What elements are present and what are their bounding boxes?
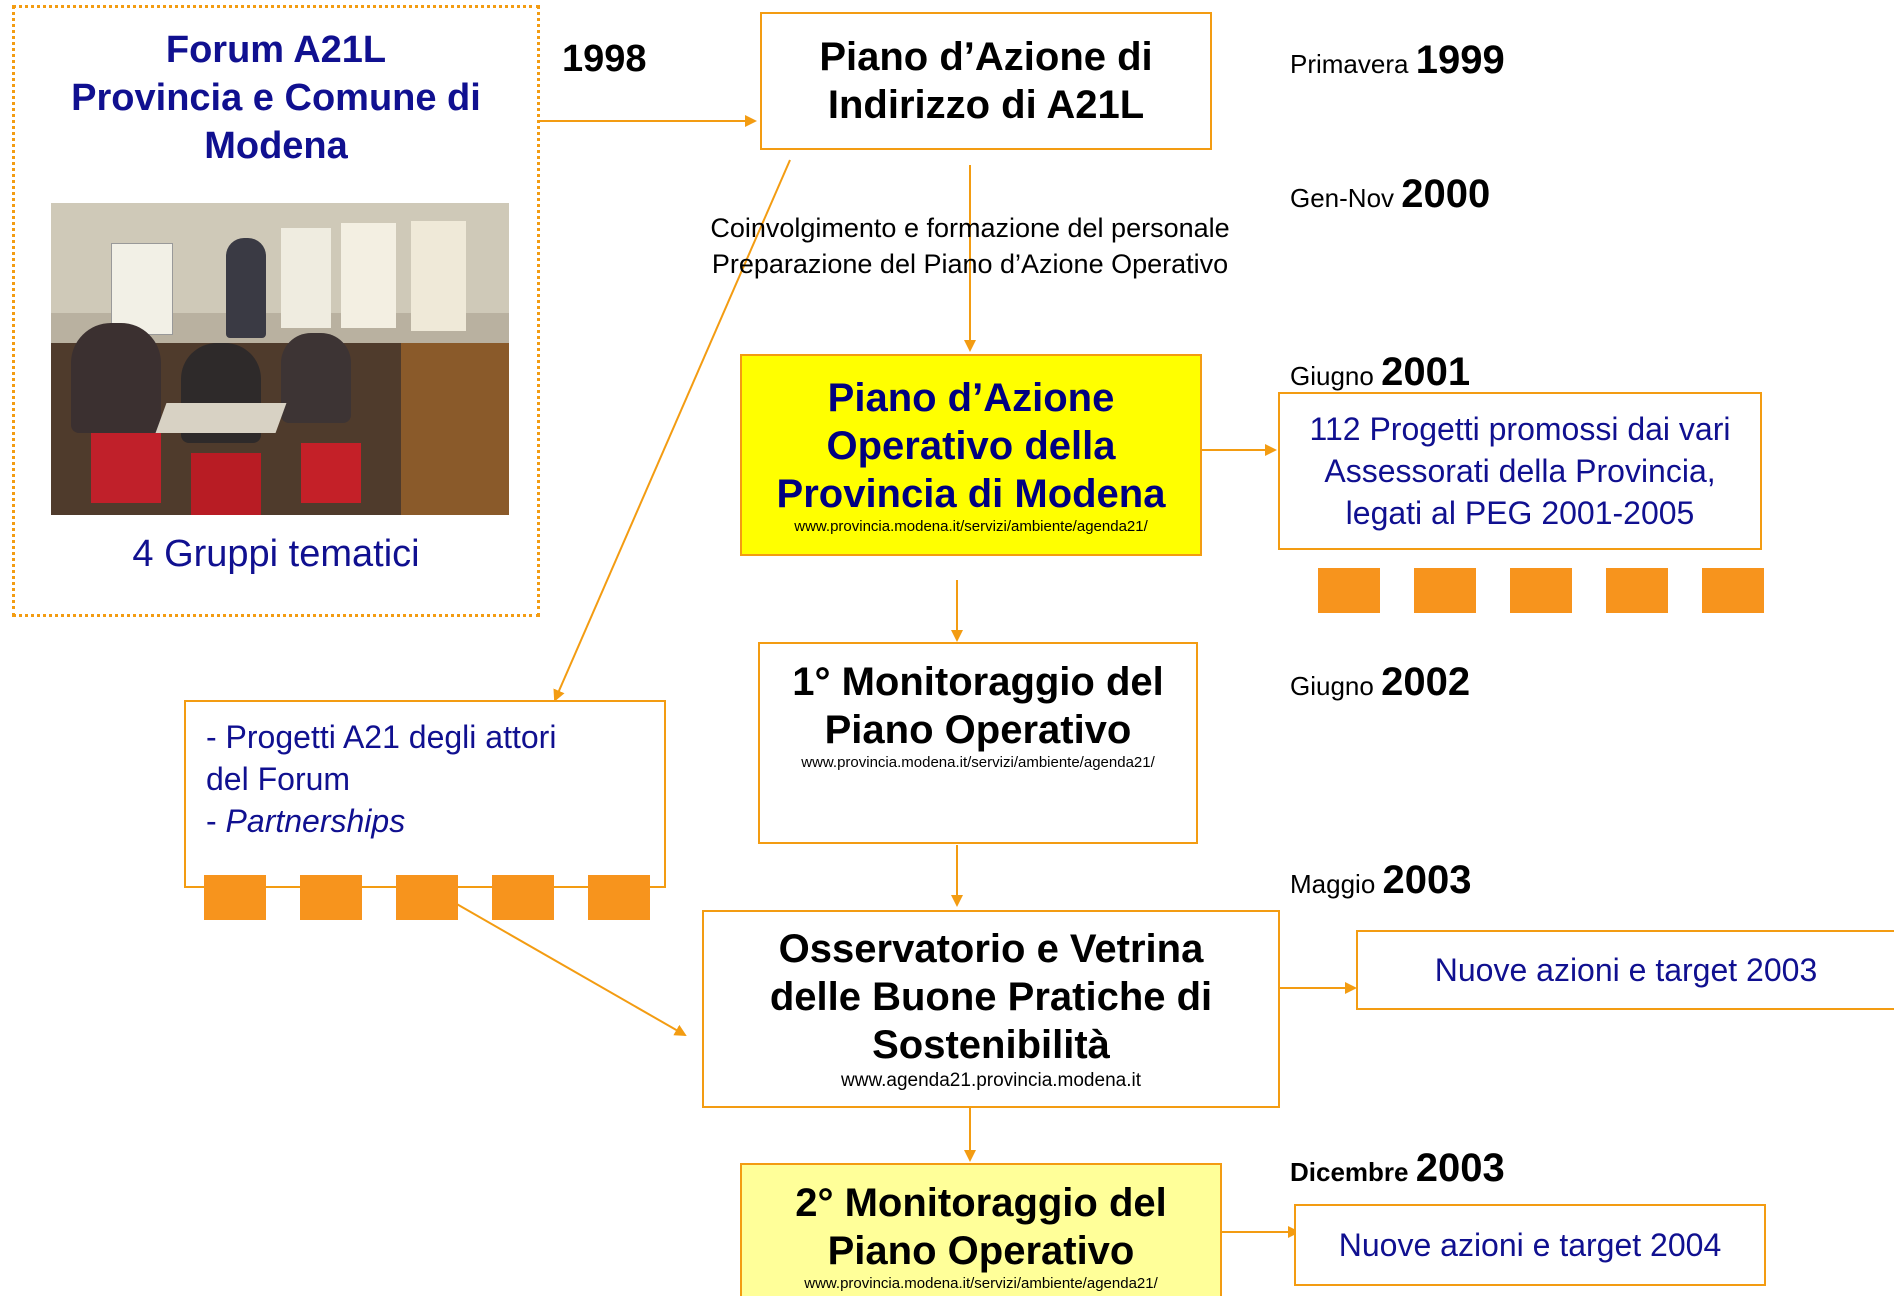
date-gen-nov-2000: Gen-Nov 2000 bbox=[1290, 172, 1491, 216]
forum-title: Forum A21L Provincia e Comune di Modena bbox=[71, 29, 481, 167]
date-giugno-2001: Giugno 2001 bbox=[1290, 350, 1471, 394]
piano-operativo-url[interactable]: www.provincia.modena.it/servizi/ambiente… bbox=[794, 518, 1148, 535]
forum-photo bbox=[51, 203, 509, 515]
date-primavera-1999: Primavera 1999 bbox=[1290, 38, 1505, 82]
piano-operativo-box: Piano d’Azione Operativo della Provincia… bbox=[740, 354, 1202, 556]
monitoraggio2-url[interactable]: www.provincia.modena.it/servizi/ambiente… bbox=[804, 1275, 1158, 1292]
square bbox=[204, 875, 266, 920]
forum-photo-label: 4 Gruppi tematici bbox=[132, 533, 420, 575]
date-dicembre-2003: Dicembre 2003 bbox=[1290, 1146, 1505, 1190]
square bbox=[396, 875, 458, 920]
progetti-forum-box: - Progetti A21 degli attori del Forum - … bbox=[184, 700, 666, 888]
forum-box: Forum A21L Provincia e Comune di Modena … bbox=[12, 5, 540, 617]
step-description: Coinvolgimento e formazione del personal… bbox=[710, 213, 1230, 279]
date-giugno-2002: Giugno 2002 bbox=[1290, 660, 1471, 704]
square bbox=[1702, 568, 1764, 613]
year-1998-label: 1998 bbox=[562, 38, 647, 80]
date-maggio-2003: Maggio 2003 bbox=[1290, 858, 1472, 902]
square bbox=[300, 875, 362, 920]
square bbox=[588, 875, 650, 920]
monitoraggio2-box: 2° Monitoraggio del Piano Operativo www.… bbox=[740, 1163, 1222, 1296]
square bbox=[1510, 568, 1572, 613]
square bbox=[1318, 568, 1380, 613]
square bbox=[492, 875, 554, 920]
monitoraggio1-url[interactable]: www.provincia.modena.it/servizi/ambiente… bbox=[801, 754, 1155, 771]
progetti-112-box: 112 Progetti promossi dai vari Assessora… bbox=[1278, 392, 1762, 550]
square bbox=[1414, 568, 1476, 613]
monitoraggio1-box: 1° Monitoraggio del Piano Operativo www.… bbox=[758, 642, 1198, 844]
piano-indirizzo-box: Piano d’Azione di Indirizzo di A21L bbox=[760, 12, 1212, 150]
partnerships-line: - Partnerships bbox=[206, 803, 406, 839]
square bbox=[1606, 568, 1668, 613]
azioni-2003-box: Nuove azioni e target 2003 bbox=[1356, 930, 1894, 1010]
osservatorio-url[interactable]: www.agenda21.provincia.modena.it bbox=[841, 1070, 1141, 1091]
osservatorio-box: Osservatorio e Vetrina delle Buone Prati… bbox=[702, 910, 1280, 1108]
arrow-piano-to-progetti bbox=[553, 159, 791, 702]
arrow-squares-to-osservatorio bbox=[454, 902, 687, 1036]
azioni-2004-box: Nuove azioni e target 2004 bbox=[1294, 1204, 1766, 1286]
